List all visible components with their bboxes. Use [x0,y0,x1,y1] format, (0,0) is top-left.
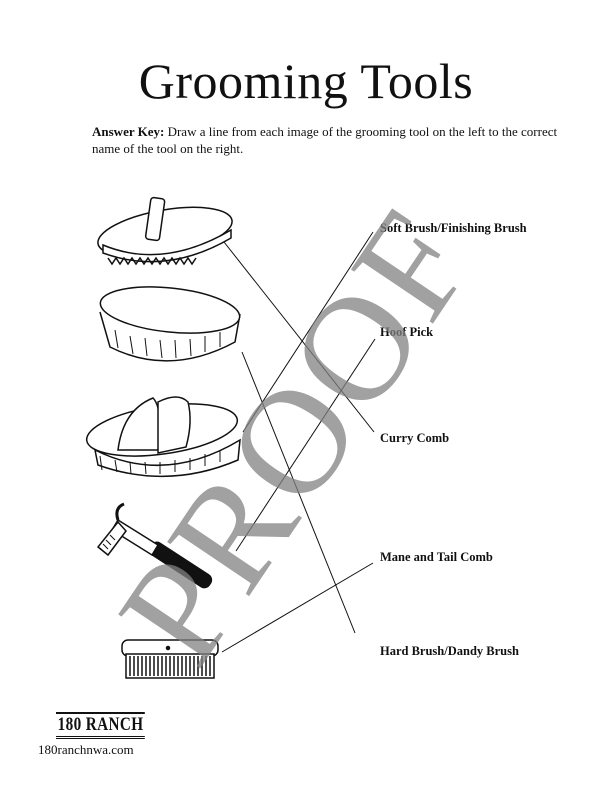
line-hard-brush [241,351,356,634]
line-soft-brush [242,231,374,433]
mane-comb-image [121,639,219,679]
label-soft-brush: Soft Brush/Finishing Brush [380,221,527,235]
line-hoof-pick [235,338,376,552]
curry-comb-image [97,196,233,266]
label-curry-comb: Curry Comb [380,431,450,445]
dandy-brush-image [99,286,241,362]
label-hard-brush: Hard Brush/Dandy Brush [380,644,519,658]
ranch-logo: 180 RANCH [56,712,146,739]
label-mane-tail-comb: Mane and Tail Comb [380,550,493,564]
page-title: Grooming Tools [138,53,474,109]
instructions: Answer Key: Draw a line from each image … [92,123,562,157]
line-mane-comb [221,562,374,653]
instructions-text: Draw a line from each image of the groom… [92,124,558,156]
website-link[interactable]: 180ranchnwa.com [38,742,134,757]
line-curry-comb [223,241,375,433]
answer-key-label: Answer Key: [92,124,165,139]
label-hoof-pick: Hoof Pick [380,325,434,339]
hoof-pick-image [96,502,213,589]
soft-brush-image [85,396,241,478]
answer-lines [221,231,376,653]
